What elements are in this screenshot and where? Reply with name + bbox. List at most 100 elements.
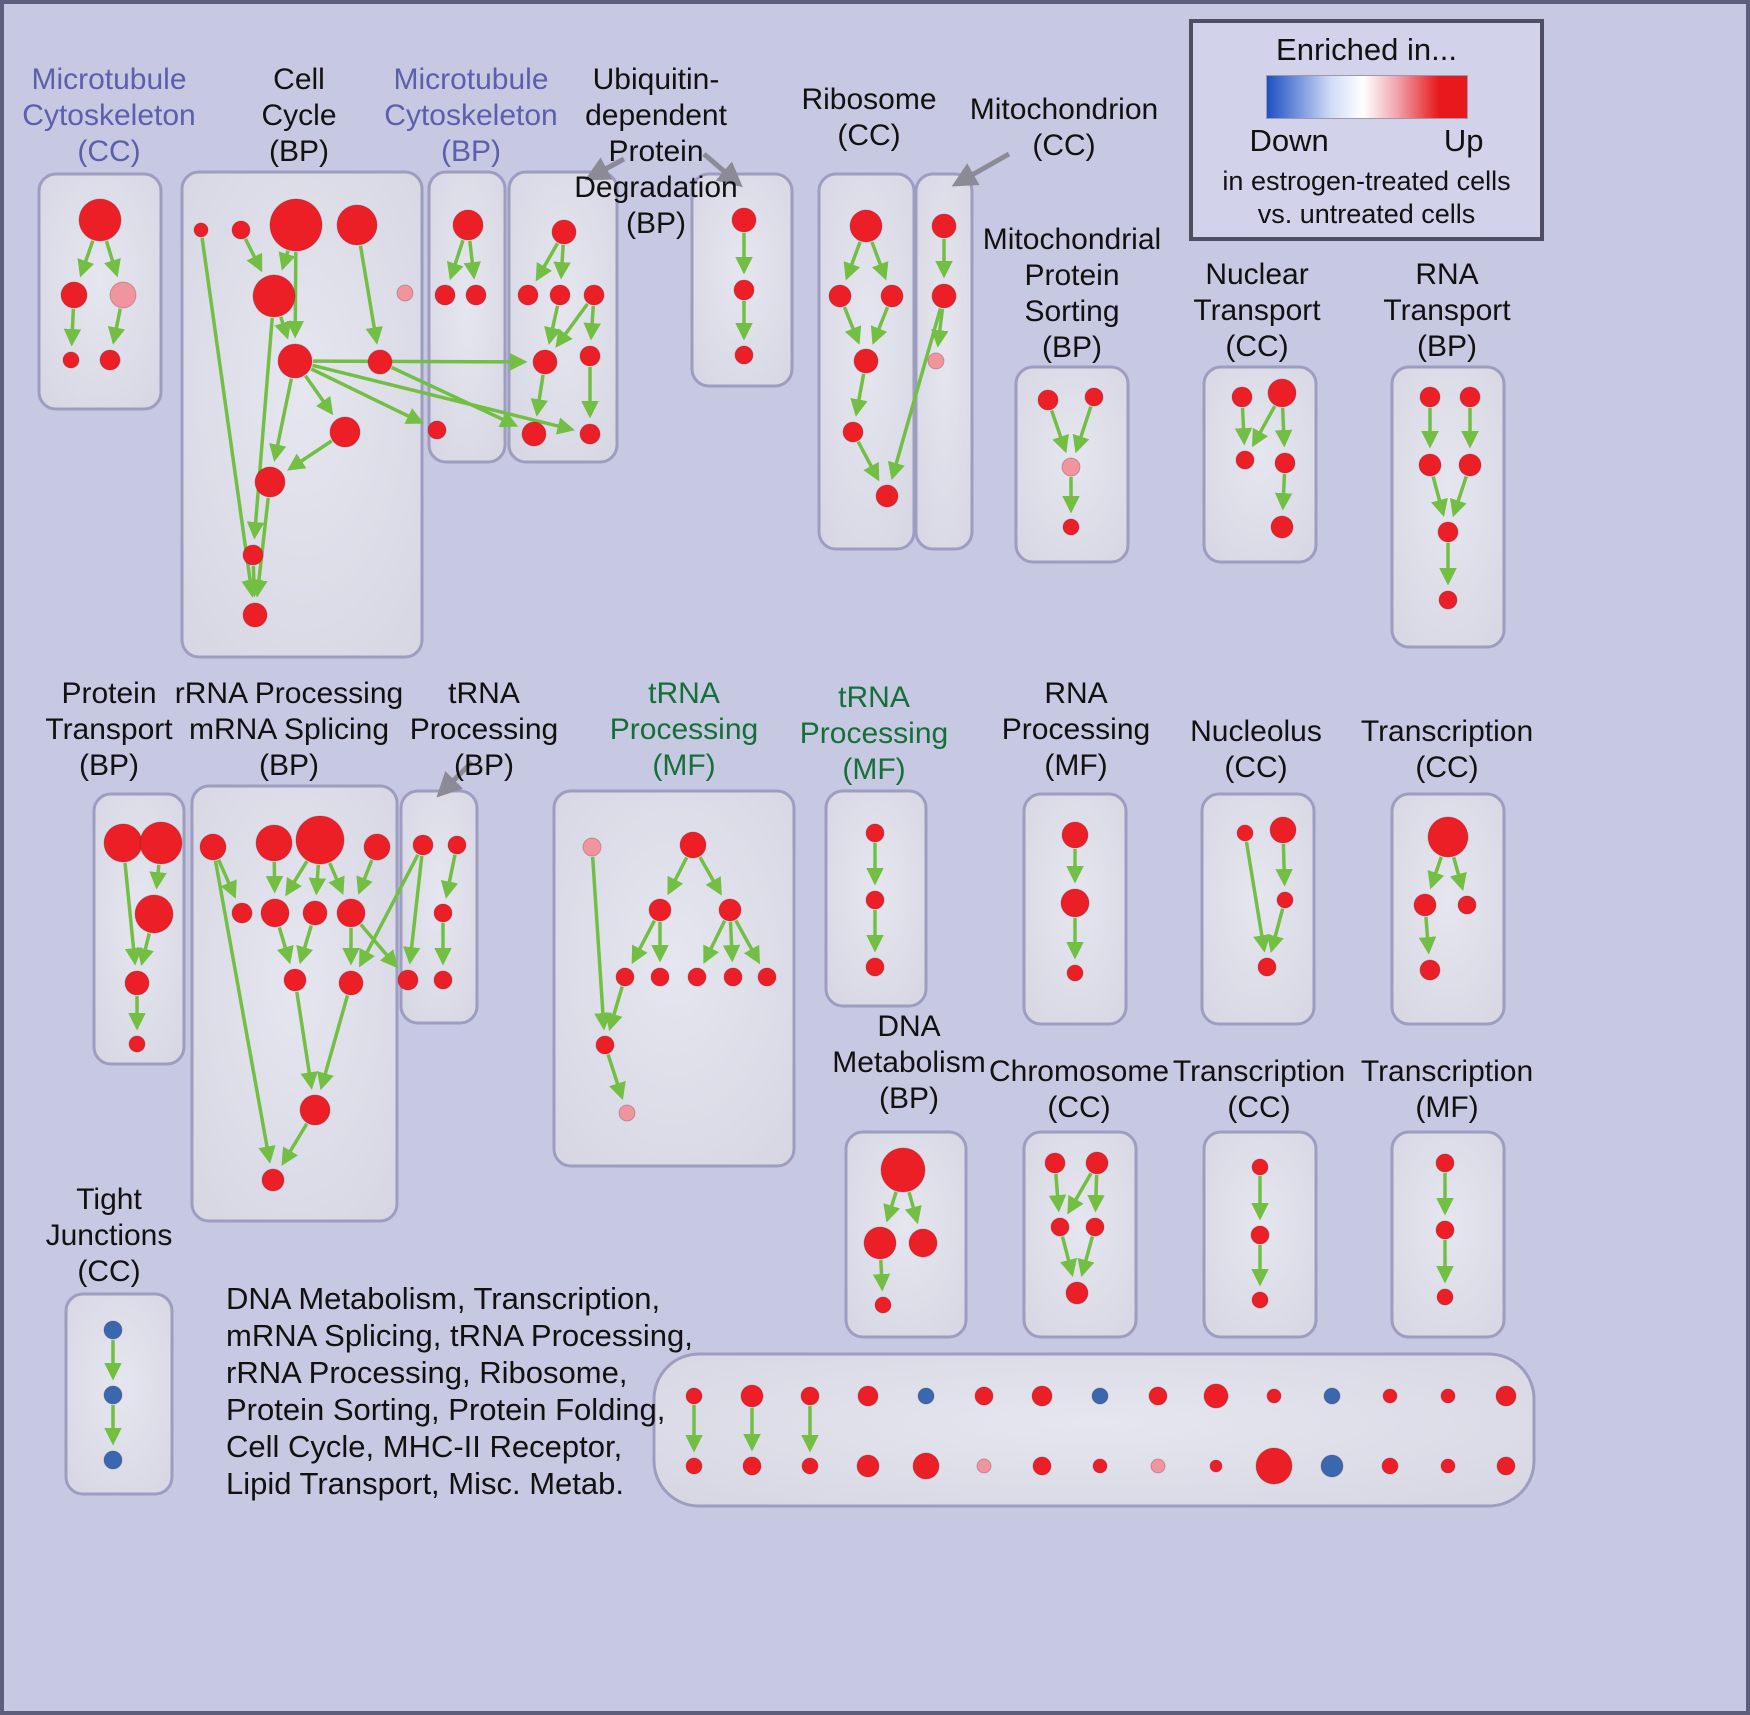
edge [285,860,309,897]
edge [276,926,294,965]
edge [555,302,589,348]
legend-subtitle: in estrogen-treated cells vs. untreated … [1222,166,1511,229]
gene-node [734,345,754,365]
gene-node [1266,1388,1282,1404]
gene-node [1458,453,1482,477]
edge [243,238,263,273]
gene-node [128,1035,146,1053]
edge [722,921,741,963]
edge [734,919,760,965]
gene-node [193,222,209,238]
gene-node [1418,453,1442,477]
gene-node [1427,816,1469,858]
edge [1077,1236,1095,1278]
gene-node [865,823,885,843]
gene-node [1044,1152,1066,1174]
edge [904,1191,922,1225]
legend-axis-labels: Down Up [1250,123,1484,159]
gene-node [1085,1151,1109,1175]
edge [843,241,862,281]
gene-node [242,602,268,628]
gene-node [1235,450,1255,470]
gene-node [1267,378,1297,408]
gene-node [255,824,293,862]
gene-node [1496,1456,1516,1476]
gene-node [908,1228,938,1258]
edge [1449,475,1468,518]
legend: Enriched in... Down Up in estrogen-treat… [1189,19,1544,241]
gene-node [800,1386,820,1406]
edge [463,240,481,280]
gene-node [329,416,361,448]
cluster-box-rrna-mrna [190,784,399,1223]
gene-node [517,284,539,306]
gene-node [1381,1457,1399,1475]
edge [269,378,294,462]
gene-node [103,1385,123,1405]
gene-node [363,833,391,861]
edge [391,365,519,428]
cluster-box-chromosome [1022,1130,1138,1339]
gene-node [880,284,904,308]
gene-node [295,815,345,865]
gene-node [1276,891,1294,909]
gene-node [277,343,313,379]
gene-node [1436,1288,1454,1306]
gene-node [1438,590,1458,610]
cluster-box-mt-bp [427,170,507,464]
edge [303,374,334,416]
gene-node [1382,1388,1398,1404]
gene-node [338,970,364,996]
gene-node [1061,821,1089,849]
edge [883,1191,901,1223]
gene-node [1037,389,1059,411]
edge [1275,843,1293,887]
edge [605,986,624,1032]
edge [278,250,296,271]
gene-node [1457,895,1477,915]
gene-node [103,1450,123,1470]
legend-title: Enriched in... [1276,32,1457,67]
gene-node [648,898,672,922]
edge [274,316,292,340]
gene-node [302,900,328,926]
edge [1244,841,1271,953]
edge [286,251,305,339]
edge [856,440,880,482]
gene-node [757,967,777,987]
legend-down-label: Down [1249,123,1329,158]
gene-node [857,1385,879,1407]
edge [213,860,276,1164]
label-pointer-arrow [702,152,743,188]
edge [850,373,868,417]
gene-node [336,898,366,928]
edge [316,995,350,1091]
edge [136,933,154,967]
edge [287,439,333,471]
edge [1072,405,1093,454]
gene-node [1236,824,1254,842]
gene-node [1148,1386,1168,1406]
edge [446,239,465,281]
gene-node [1269,816,1297,844]
edge [356,859,374,895]
edge [1234,407,1253,446]
gene-node [1250,1225,1270,1245]
gene-node [1440,1458,1456,1474]
edge [872,1259,891,1292]
cluster-box-mitochondrion [914,172,974,551]
gene-node [801,1457,819,1475]
gene-node [1257,957,1277,977]
edge [149,864,167,890]
gene-node [687,967,707,987]
gene-node [1251,1158,1269,1176]
gene-node [1065,1281,1089,1305]
edge [440,854,459,899]
gene-node [1435,1220,1455,1240]
cluster-box-transcription-cc-top [1390,792,1506,1026]
edge [217,859,237,899]
cluster-box-mt-cc [37,172,163,411]
edge [281,1122,309,1166]
edge [870,241,889,281]
gene-node [231,902,253,924]
